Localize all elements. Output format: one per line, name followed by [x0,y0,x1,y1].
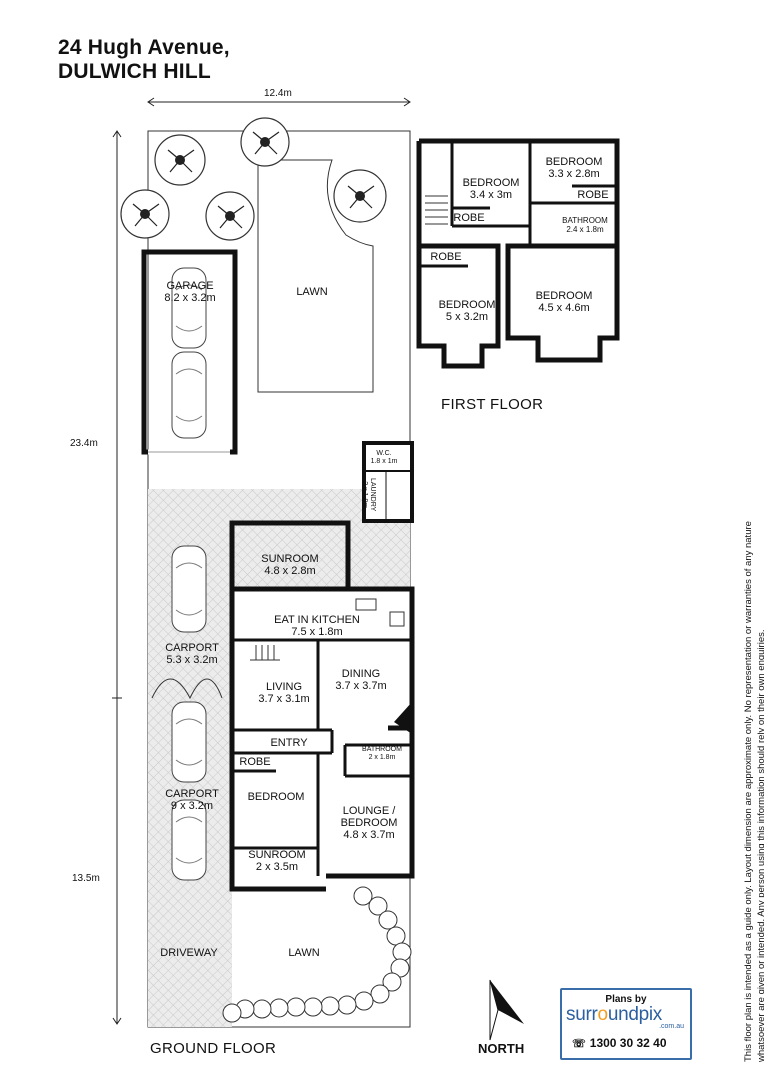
north-label: NORTH [478,1041,525,1056]
ground-floor-label: GROUND FLOOR [150,1040,277,1057]
logo-phone: ☏1300 30 32 40 [572,1036,667,1050]
front-hedge [222,886,412,1023]
fireplace-shape [394,702,412,734]
lawn-back-shape [257,159,374,393]
dim-height-front: 13.5m [72,873,100,884]
first-floor-walls [416,138,620,369]
room-ff-robe-3: ROBE [430,251,462,263]
room-robe: ROBE [239,756,271,768]
driveway-paving [148,889,232,1027]
logo-by: Plans by [605,994,647,1005]
logo-brand: surroundpix [566,1004,663,1025]
logo-domain: .com.au [659,1023,684,1030]
interior-walls [232,638,412,876]
first-floor-label: FIRST FLOOR [441,396,544,413]
room-lawn-front: LAWN [288,947,320,959]
room-entry: ENTRY [270,737,308,749]
title-line-2: DULWICH HILL [58,60,211,83]
dimension-lines [112,97,411,1025]
cars [171,267,207,881]
dim-height-total: 23.4m [70,438,98,449]
wc-laundry [362,441,414,523]
room-driveway: DRIVEWAY [160,947,218,959]
room-lawn-back: LAWN [296,286,328,298]
trees [120,117,387,241]
north-arrow-shape [490,980,524,1040]
room-bedroom: BEDROOM [247,791,305,803]
first-floor-interior [419,141,617,268]
title-line-1: 24 Hugh Avenue, [58,36,230,59]
room-wc: W.C.1.8 x 1m [370,450,398,465]
room-ff-robe-2: ROBE [577,189,609,201]
surroundpix-logo: Plans by surroundpix .com.au ☏1300 30 32… [560,988,692,1060]
disclaimer-text: This floor plan is intended as a guide o… [743,521,764,1062]
room-ff-robe-1: ROBE [453,212,485,224]
dim-width: 12.4m [264,88,292,99]
phone-icon: ☏ [572,1038,586,1050]
